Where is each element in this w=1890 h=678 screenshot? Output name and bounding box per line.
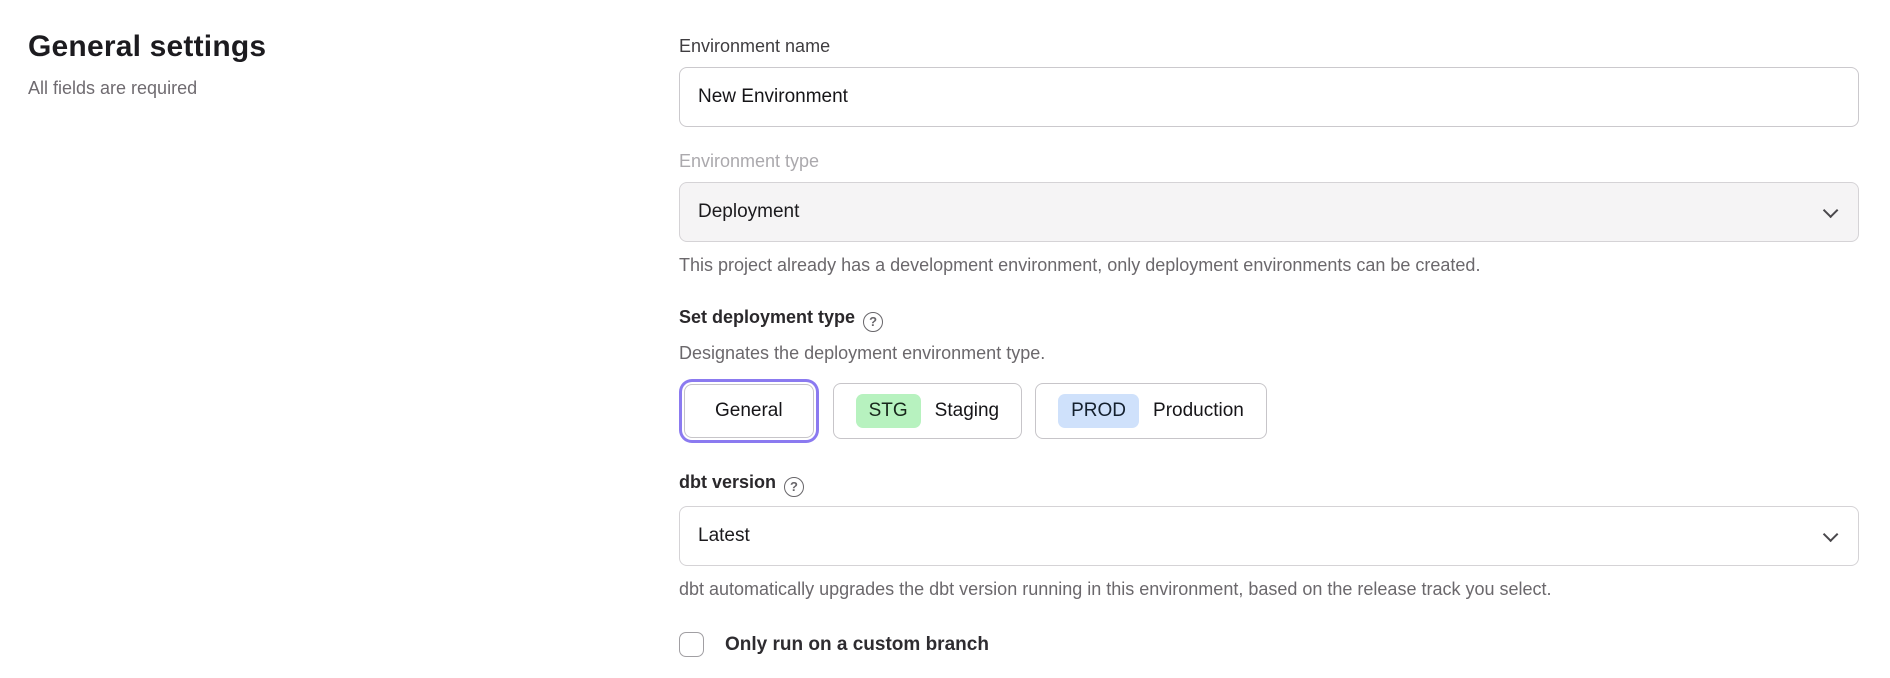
option-label: Production bbox=[1153, 400, 1244, 421]
stg-badge: STG bbox=[855, 394, 921, 428]
deployment-type-options: General STG Staging PROD Production bbox=[679, 380, 1859, 442]
custom-branch-row: Only run on a custom branch bbox=[679, 632, 1859, 657]
dbt-version-helper: dbt automatically upgrades the dbt versi… bbox=[679, 579, 1552, 599]
page-subtitle: All fields are required bbox=[28, 78, 198, 98]
dbt-version-label-text: dbt version bbox=[679, 472, 777, 492]
deployment-type-label: Set deployment type? bbox=[679, 305, 1859, 332]
settings-form: Environment name Environment type Deploy… bbox=[679, 30, 1859, 657]
environment-type-value: Deployment bbox=[698, 201, 800, 222]
environment-name-input[interactable] bbox=[679, 67, 1859, 127]
general-settings-page: General settings All fields are required… bbox=[28, 30, 1859, 657]
environment-type-helper: This project already has a development e… bbox=[679, 255, 1481, 275]
custom-branch-checkbox[interactable] bbox=[679, 632, 704, 657]
option-label: Staging bbox=[934, 400, 1000, 421]
section-intro: General settings All fields are required bbox=[28, 30, 679, 657]
deployment-type-option-general[interactable]: General bbox=[684, 384, 814, 438]
environment-type-select[interactable]: Deployment bbox=[679, 182, 1859, 242]
help-icon[interactable]: ? bbox=[784, 477, 805, 497]
chevron-down-icon bbox=[1822, 202, 1839, 218]
deployment-type-helper: Designates the deployment environment ty… bbox=[679, 343, 1046, 363]
deployment-type-label-text: Set deployment type bbox=[679, 307, 856, 327]
environment-type-label: Environment type bbox=[679, 151, 820, 171]
dbt-version-value: Latest bbox=[698, 525, 750, 546]
option-label: General bbox=[715, 400, 783, 421]
help-icon[interactable]: ? bbox=[863, 312, 884, 332]
deployment-type-option-staging[interactable]: STG Staging bbox=[832, 383, 1023, 439]
dbt-version-label: dbt version? bbox=[679, 470, 1859, 497]
page-title: General settings bbox=[28, 30, 267, 63]
chevron-down-icon bbox=[1822, 526, 1839, 542]
dbt-version-select[interactable]: Latest bbox=[679, 506, 1859, 566]
custom-branch-label[interactable]: Only run on a custom branch bbox=[725, 633, 989, 655]
environment-name-label: Environment name bbox=[679, 36, 831, 56]
prod-badge: PROD bbox=[1058, 394, 1140, 428]
deployment-type-option-production[interactable]: PROD Production bbox=[1035, 383, 1267, 439]
